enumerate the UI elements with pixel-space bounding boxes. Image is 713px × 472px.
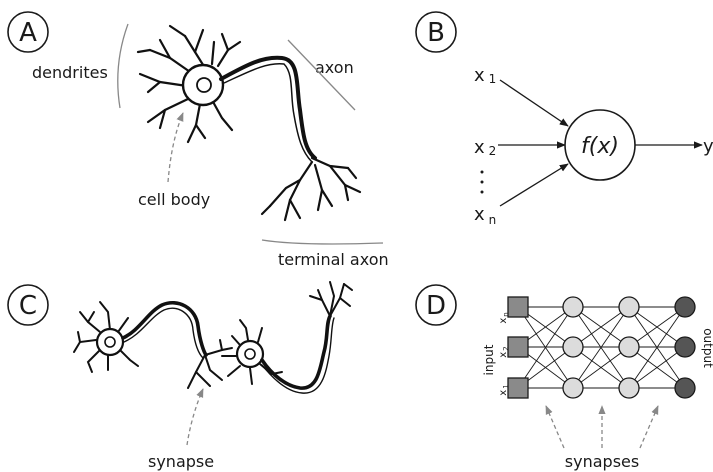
synapses-label: synapses <box>565 452 639 471</box>
synapse-arrow <box>187 389 203 445</box>
output-side-label: output <box>701 328 713 368</box>
terminal-axon-bracket <box>262 240 383 244</box>
hidden-node <box>563 297 583 317</box>
synapse-label: synapse <box>148 452 214 471</box>
panel-c-letter: C <box>19 291 37 321</box>
panel-a: A dendrites axon <box>8 12 389 269</box>
panel-a-letter: A <box>19 18 37 48</box>
panel-d-letter: D <box>426 291 446 321</box>
network-connections <box>518 307 685 388</box>
synapses-arrow-left <box>546 406 564 448</box>
cell-body-arrow <box>168 113 183 182</box>
input-xn-arrow <box>500 164 568 206</box>
input-ellipsis-dots <box>481 171 484 194</box>
function-label: f(x) <box>581 134 619 159</box>
input-node <box>508 337 528 357</box>
output-y-label: y <box>703 136 713 157</box>
output-node <box>675 297 695 317</box>
synapses-arrow-right <box>640 406 658 448</box>
neuron-c-left-illustration <box>74 302 232 388</box>
panel-b-letter: B <box>427 18 445 48</box>
panel-c: C <box>8 282 352 471</box>
input-side-label: input <box>482 344 496 375</box>
hidden-node <box>619 297 639 317</box>
hidden-node <box>563 378 583 398</box>
dendrites-label: dendrites <box>32 63 108 82</box>
hidden-node <box>563 337 583 357</box>
output-node <box>675 378 695 398</box>
panel-d: D input output xn x2 x1 synapses <box>416 285 713 471</box>
neuron-c-right-illustration <box>222 282 352 393</box>
input-node <box>508 297 528 317</box>
dendrites-bracket <box>118 24 128 108</box>
hidden-node <box>619 337 639 357</box>
hidden-node <box>619 378 639 398</box>
cell-body-label: cell body <box>138 190 210 209</box>
output-node <box>675 337 695 357</box>
input-node <box>508 378 528 398</box>
terminal-axon-label: terminal axon <box>278 250 389 269</box>
input-x1-arrow <box>500 80 568 126</box>
